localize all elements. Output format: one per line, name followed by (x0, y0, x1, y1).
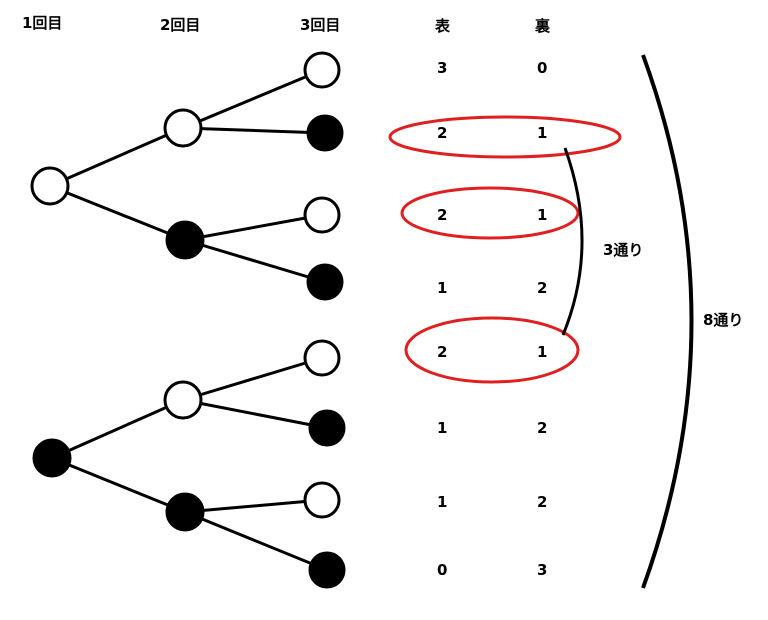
three-ways-label: 3通り (603, 241, 643, 259)
header-round3: 3回目 (300, 16, 340, 34)
coin-node-level1-white (30, 166, 70, 206)
eight-ways-bracket (641, 54, 694, 589)
coin-node-level1-black (32, 438, 72, 478)
tree-edge (51, 456, 186, 514)
tails-count: 2 (537, 493, 547, 511)
heads-count: 2 (437, 124, 447, 142)
heads-count: 3 (437, 59, 447, 77)
header-round1: 1回目 (22, 14, 62, 32)
coin-node-level3-black (308, 551, 346, 589)
tree-edge (184, 510, 328, 572)
coin-node-level3-black (306, 263, 344, 301)
eight-ways-label: 8通り (703, 311, 743, 329)
tree-nodes (30, 51, 346, 589)
coin-node-level3-black (308, 409, 346, 447)
heads-count: 0 (437, 561, 447, 579)
header-heads: 表 (435, 17, 451, 35)
coin-node-level3-white (303, 51, 341, 89)
coin-node-level3-white (303, 481, 341, 519)
tree-edge (184, 498, 323, 514)
coin-node-level3-white (303, 196, 341, 234)
tree-edge (184, 238, 326, 284)
tree-edges (49, 68, 328, 572)
tree-edge (49, 184, 186, 242)
coin-node-level2-black (165, 220, 205, 260)
heads-count: 1 (437, 279, 447, 297)
tree-edge (51, 398, 184, 460)
tree-edge (182, 68, 323, 130)
tails-count: 1 (537, 206, 547, 224)
coin-node-level3-black (306, 114, 344, 152)
tails-count: 3 (537, 561, 547, 579)
tree-edge (49, 126, 184, 188)
tree-edge (182, 398, 328, 430)
highlight-ellipse (388, 115, 622, 159)
highlight-ellipse (400, 186, 580, 240)
coin-node-level3-white (303, 339, 341, 377)
tree-edge (182, 356, 323, 402)
tree-edge (184, 213, 323, 242)
highlight-ellipse (404, 316, 580, 384)
tree-edge (182, 126, 326, 135)
coin-node-level2-black (165, 492, 205, 532)
tails-count: 0 (537, 59, 547, 77)
header-round2: 2回目 (160, 16, 200, 34)
three-ways-connector (561, 147, 584, 336)
tails-count: 2 (537, 279, 547, 297)
tails-count: 2 (537, 419, 547, 437)
header-tails: 裏 (534, 17, 551, 35)
coin-node-level2-white (163, 108, 203, 148)
coin-node-level2-white (163, 380, 203, 420)
tails-count: 1 (537, 124, 547, 142)
heads-count: 1 (437, 493, 447, 511)
heads-count: 2 (437, 343, 447, 361)
heads-count: 2 (437, 206, 447, 224)
tails-count: 1 (537, 343, 547, 361)
heads-count: 1 (437, 419, 447, 437)
highlight-ellipses (388, 115, 622, 384)
